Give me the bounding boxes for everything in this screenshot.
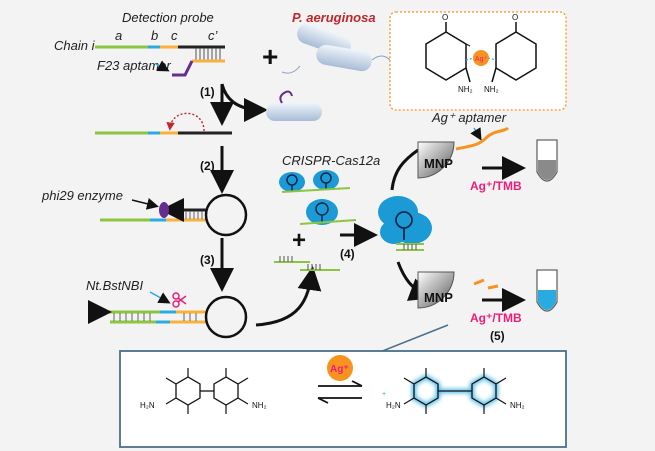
nicking-amplification <box>88 292 248 339</box>
step-2-label: (2) <box>200 159 215 173</box>
tmb-oxidized-structure <box>403 368 507 414</box>
scissors-icon <box>172 292 187 308</box>
nicking-enzyme-label: Nt.BstNBI <box>86 278 143 293</box>
tmb-oxidized-left-amine: H₂N <box>386 401 401 410</box>
probe-strand <box>95 45 225 77</box>
nick-pointer-arrow <box>149 291 171 304</box>
mnp-top-label: MNP <box>424 156 453 171</box>
phi29-pointer-arrow <box>131 197 159 210</box>
equilibrium-arrows <box>317 380 363 404</box>
segment-b-label: b <box>151 28 158 43</box>
probe-title: Detection probe <box>122 10 214 25</box>
readout-bottom-label: Ag⁺/TMB <box>470 311 522 325</box>
cleaved-fragment-2 <box>487 284 499 290</box>
ag-aptamer-pointer <box>470 127 482 141</box>
crispr-label: CRISPR-Cas12a <box>282 153 380 168</box>
hairpin-phi29 <box>100 193 248 237</box>
tmb-reduced-structure <box>165 368 249 414</box>
step-4-label: (4) <box>340 247 355 261</box>
activated-cas12a <box>378 196 432 251</box>
ag-aptamer-strand <box>455 126 510 151</box>
phi29-label: phi29 enzyme <box>41 188 123 203</box>
plus-sign-crispr: + <box>292 227 306 254</box>
mnp-top-icon <box>417 141 455 179</box>
bacteria-bound-icon <box>266 90 322 121</box>
oxygen-label-right: O <box>512 13 518 22</box>
phi29-enzyme-icon <box>159 202 169 218</box>
tmb-left-amine: H₂N <box>140 401 155 410</box>
inset-connector-line <box>379 324 449 353</box>
f23-pointer-arrow <box>155 60 170 72</box>
tube-gray-icon <box>536 139 558 182</box>
target-dna-fragments <box>274 256 340 271</box>
ag-ion-bottom-label: Ag⁺ <box>330 364 349 375</box>
oxygen-label-left: O <box>442 13 448 22</box>
ag-aptamer-label: Ag⁺ aptamer <box>431 110 507 125</box>
to-mnp-top-arrow <box>390 148 419 191</box>
step-5-label: (5) <box>490 329 505 343</box>
chain-i-label: Chain i <box>54 38 96 53</box>
tmb-right-amine: NH₂ <box>252 401 267 410</box>
plus-sign: + <box>262 41 278 72</box>
step-3-label: (3) <box>200 253 215 267</box>
amine-left-label: NH₂ <box>458 85 473 94</box>
tube-blue-icon <box>536 269 558 312</box>
cleaved-fragment-1 <box>473 278 485 286</box>
to-crispr-arrow <box>255 266 322 327</box>
cas12a-icons <box>279 170 357 225</box>
segment-c-label: c <box>171 28 178 43</box>
bacteria-icon <box>281 23 391 74</box>
amine-right-label: NH₂ <box>484 85 499 94</box>
bacteria-label: P. aeruginosa <box>292 10 376 25</box>
segment-cprime-label: c’ <box>208 28 219 43</box>
readout-top-label: Ag⁺/TMB <box>470 179 522 193</box>
segment-a-label: a <box>115 28 122 43</box>
ag-ion-label: Ag⁺ <box>475 56 488 63</box>
f23-aptamer-strand <box>172 60 194 77</box>
step-1-arrow <box>220 83 268 122</box>
tmb-oxidized-right-amine: NH₂ <box>510 401 525 410</box>
tmb-oxidized-charge: + <box>382 391 386 398</box>
ag-ion-bottom-icon <box>327 355 353 381</box>
silver-complex-structure <box>425 22 537 83</box>
released-chain <box>95 112 232 135</box>
mnp-bottom-label: MNP <box>424 290 453 305</box>
mnp-bottom-icon <box>417 271 455 309</box>
step-1-label: (1) <box>200 85 215 99</box>
f23-aptamer-label: F23 aptamer <box>97 58 171 73</box>
